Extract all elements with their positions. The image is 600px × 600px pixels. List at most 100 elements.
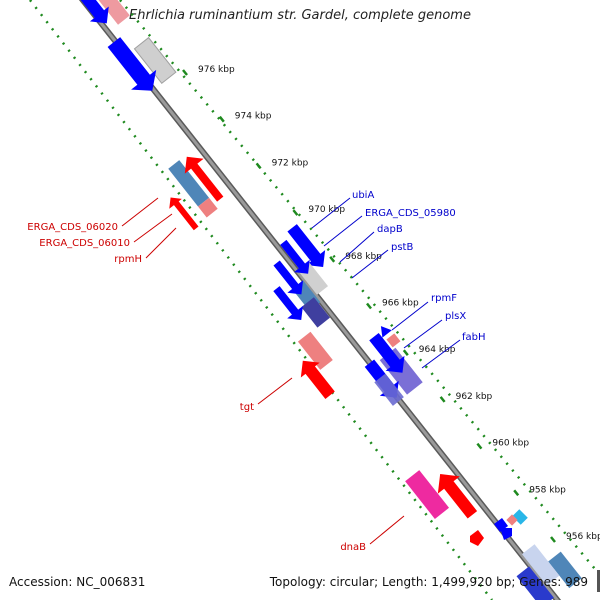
feature-blue-976[interactable] bbox=[101, 32, 165, 100]
feature-red-tgt[interactable] bbox=[293, 353, 339, 402]
scale-label-972: 972 kbp bbox=[272, 158, 309, 168]
feature-purple-pstB[interactable] bbox=[301, 297, 330, 328]
feature-red-small-958[interactable] bbox=[470, 530, 484, 546]
feature-lightred-06010[interactable] bbox=[198, 197, 218, 218]
scale-tick-marks bbox=[182, 69, 556, 543]
accession-label: Accession: bbox=[9, 575, 73, 589]
feature-lightblue-956[interactable] bbox=[521, 544, 560, 586]
gene-label-dnaB[interactable]: dnaB bbox=[340, 542, 366, 553]
tick-dash-968 bbox=[329, 256, 336, 263]
feature-blue-pstB-b[interactable] bbox=[269, 282, 309, 326]
features-reverse-dnaB bbox=[405, 465, 484, 546]
length-value: 1,499,920 bp bbox=[431, 575, 512, 589]
leader-dnaB bbox=[369, 515, 405, 545]
gene-label-rpmH[interactable]: rpmH bbox=[114, 254, 142, 265]
gene-label-tgt[interactable]: tgt bbox=[240, 402, 254, 413]
scrollbar-thumb[interactable] bbox=[597, 570, 600, 592]
feature-gray-976[interactable] bbox=[133, 36, 177, 85]
accession-info: Accession: NC_006831 bbox=[9, 575, 145, 589]
gene-label-plsX[interactable]: plsX bbox=[445, 311, 466, 322]
gene-label-ubiA[interactable]: ubiA bbox=[352, 190, 374, 201]
leader-06010 bbox=[133, 213, 173, 243]
dotted-guide-lines bbox=[29, 0, 600, 600]
dotted-line-outer bbox=[119, 0, 600, 576]
reverse-gene-labels: ERGA_CDS_06020 ERGA_CDS_06010 rpmH tgt d… bbox=[27, 222, 366, 553]
tick-dash-960 bbox=[476, 442, 483, 450]
tick-dash-976 bbox=[182, 69, 188, 76]
gene-label-dapB[interactable]: dapB bbox=[377, 224, 403, 235]
genome-summary: Topology: circular; Length: 1,499,920 bp… bbox=[269, 575, 588, 589]
feature-blue-956[interactable] bbox=[516, 566, 554, 600]
scale-label-968: 968 kbp bbox=[345, 252, 382, 262]
vertical-scrollbar[interactable] bbox=[596, 0, 600, 600]
reverse-label-leaders bbox=[121, 197, 405, 545]
genes-value: 989 bbox=[565, 575, 588, 589]
leader-tgt bbox=[257, 377, 293, 405]
gene-label-ERGA_CDS_06010[interactable]: ERGA_CDS_06010 bbox=[39, 238, 130, 249]
feature-red-upper-b[interactable] bbox=[164, 193, 201, 234]
leader-dapB bbox=[339, 231, 375, 263]
feature-blue-ubiA[interactable] bbox=[283, 220, 333, 274]
leader-plsX bbox=[403, 319, 443, 349]
features-forward-970 bbox=[269, 220, 333, 328]
leader-06020 bbox=[121, 197, 159, 227]
leader-rpmH bbox=[145, 227, 177, 259]
feature-lightred-rpmF[interactable] bbox=[386, 333, 401, 348]
feature-blue-pstB-a[interactable] bbox=[269, 257, 309, 301]
feature-red-upper-a[interactable] bbox=[177, 149, 229, 206]
scale-label-970: 970 kbp bbox=[308, 205, 345, 215]
feature-blue-dapB[interactable] bbox=[275, 236, 315, 280]
topology-value: circular bbox=[329, 575, 375, 589]
feature-blue-rpmF[interactable] bbox=[376, 322, 392, 338]
scale-label-964: 964 kbp bbox=[419, 345, 456, 355]
feature-pink-dnaB[interactable] bbox=[405, 470, 450, 519]
feature-cyan-958[interactable] bbox=[512, 509, 528, 525]
feature-top-blue[interactable] bbox=[66, 0, 116, 31]
feature-lightred-958[interactable] bbox=[506, 514, 518, 526]
features-forward-964 bbox=[364, 322, 423, 406]
tick-dash-956 bbox=[550, 536, 556, 543]
scale-label-976: 976 kbp bbox=[198, 65, 235, 75]
forward-gene-labels: ubiA ERGA_CDS_05980 dapB pstB rpmF plsX … bbox=[352, 190, 486, 343]
backbone-line bbox=[80, 0, 560, 600]
gene-label-ERGA_CDS_06020[interactable]: ERGA_CDS_06020 bbox=[27, 222, 118, 233]
feature-steelblue-956[interactable] bbox=[548, 551, 582, 589]
features-forward-958 bbox=[494, 509, 582, 600]
gene-label-pstB[interactable]: pstB bbox=[391, 242, 413, 253]
leader-pstB bbox=[351, 249, 389, 279]
gene-label-rpmF[interactable]: rpmF bbox=[431, 293, 457, 304]
genes-label: Genes: bbox=[519, 575, 562, 589]
feature-slate-fabH[interactable] bbox=[374, 373, 404, 406]
feature-top-pink[interactable] bbox=[95, 0, 130, 25]
tick-dash-974 bbox=[218, 115, 225, 123]
gene-label-fabH[interactable]: fabH bbox=[462, 332, 486, 343]
feature-red-dnaB[interactable] bbox=[429, 465, 483, 523]
scale-label-974: 974 kbp bbox=[235, 112, 272, 122]
feature-blue-plsX[interactable] bbox=[365, 329, 412, 380]
features-top-left bbox=[66, 0, 177, 100]
leader-ubiA bbox=[311, 197, 351, 229]
tick-dash-970 bbox=[292, 209, 299, 216]
feature-lightred-tgt[interactable] bbox=[297, 331, 333, 370]
feature-blue-958b[interactable] bbox=[500, 528, 512, 540]
genome-backbone bbox=[78, 0, 562, 600]
scale-label-966: 966 kbp bbox=[382, 299, 419, 309]
features-reverse-upper bbox=[164, 149, 229, 234]
tick-dash-966 bbox=[366, 302, 372, 310]
topology-label: Topology: bbox=[269, 575, 326, 589]
features-reverse-tgt bbox=[293, 331, 339, 402]
tick-dash-962 bbox=[439, 396, 446, 403]
scale-label-956: 956 kbp bbox=[566, 532, 600, 542]
tick-dash-972 bbox=[255, 162, 262, 170]
scale-label-960: 960 kbp bbox=[492, 439, 529, 449]
length-label: Length: bbox=[382, 575, 428, 589]
gene-label-ERGA_CDS_05980[interactable]: ERGA_CDS_05980 bbox=[365, 208, 456, 219]
scale-label-958: 958 kbp bbox=[529, 485, 566, 495]
accession-value: NC_006831 bbox=[76, 575, 146, 589]
forward-label-leaders bbox=[311, 197, 461, 369]
tick-dash-964 bbox=[402, 349, 409, 356]
feature-steelblue-06020[interactable] bbox=[168, 160, 210, 207]
genome-title: Ehrlichia ruminantium str. Gardel, compl… bbox=[129, 8, 471, 23]
